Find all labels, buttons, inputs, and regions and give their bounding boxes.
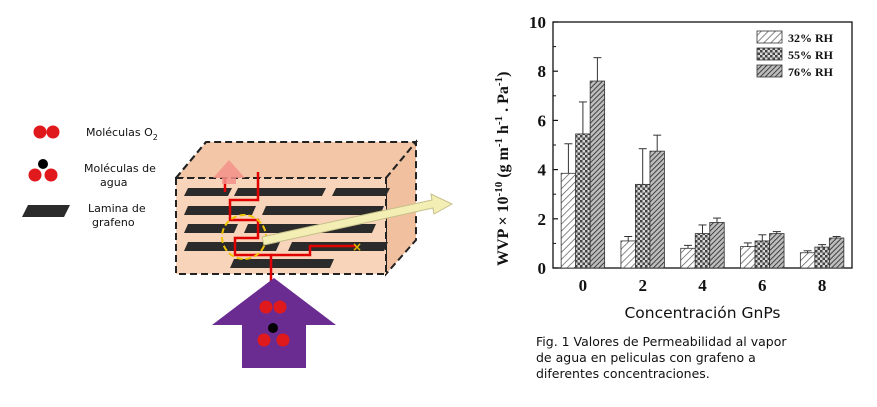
x-tick-label: 6 [758,276,767,295]
bar [814,246,830,269]
caption-line: de agua en peliculas con grafeno a [536,350,756,365]
x-tick-label: 2 [638,276,647,295]
entry-arrow [212,278,336,368]
bar [649,150,665,269]
bar [740,246,756,269]
water-molecule-icon [28,168,42,182]
graphene-sheet-icon [22,205,70,217]
chart-legend: 32% RH 55% RH 76% RH [756,30,834,79]
graphene-label-line1: Lamina de [88,202,146,215]
legend-label: 55% RH [788,48,834,62]
y-tick-label: 4 [538,161,547,180]
oxygen-label: Moléculas O2 [86,126,158,142]
water-molecule-icon [268,323,278,333]
legend-water: Moléculas de agua [28,159,156,189]
oxygen-molecule-icon [259,300,273,314]
x-tick-label: 0 [579,276,588,295]
figure-caption: Fig. 1 Valores de Permeabilidad al vapor… [536,334,866,382]
bar [694,233,711,269]
bar [754,240,770,269]
bar [828,237,845,269]
oxygen-molecule-icon [33,125,47,139]
y-tick-label: 10 [529,13,546,32]
bar [575,133,591,269]
legend-label: 76% RH [788,65,834,79]
schematic: Moléculas O2 Moléculas de agua Lamina de… [22,125,454,368]
legend-swatch [756,47,783,61]
legend-label: 32% RH [788,31,834,45]
x-tick-label: 8 [818,276,827,295]
y-tick-label: 0 [538,259,547,278]
y-tick-label: 6 [538,111,547,130]
exit-arrow [213,160,245,184]
water-molecule-icon [44,168,58,182]
x-axis-label: Concentración GnPs [624,304,780,322]
y-tick-label: 8 [538,62,547,81]
legend-graphene: Lamina de grafeno [22,202,146,229]
caption-line: diferentes concentraciones. [536,366,710,381]
bar [769,233,785,269]
legend-swatch [756,30,783,44]
x-tick-label: 4 [698,276,707,295]
magnify-arrow [261,193,454,246]
bar [589,80,606,269]
bar [620,240,636,269]
water-molecule-icon [38,159,48,169]
bar [680,247,696,269]
blocked-path-marker: × [352,240,362,254]
caption-line: Fig. 1 Valores de Permeabilidad al vapor [536,334,787,349]
bar [560,172,577,269]
y-tick-label: 2 [538,210,547,229]
water-label-line1: Moléculas de [84,162,156,175]
bar [799,252,816,269]
legend-oxygen: Moléculas O2 [33,125,158,142]
water-label-line2: agua [100,176,127,189]
wvp-bar-chart: 0 2 4 6 8 10 0 2 4 6 8 32% RH 55% RH 76% RH Concentrac… [493,13,853,322]
y-axis-label: WVP × 10-10 (g m-1 h-1 . Pa-1) [493,72,512,266]
legend-swatch [756,64,783,78]
bar [709,222,725,269]
oxygen-molecule-icon [46,125,60,139]
water-molecule-icon [257,333,271,347]
bar [635,183,651,269]
oxygen-molecule-icon [273,300,287,314]
graphene-label-line2: grafeno [92,216,135,229]
water-molecule-icon [276,333,290,347]
